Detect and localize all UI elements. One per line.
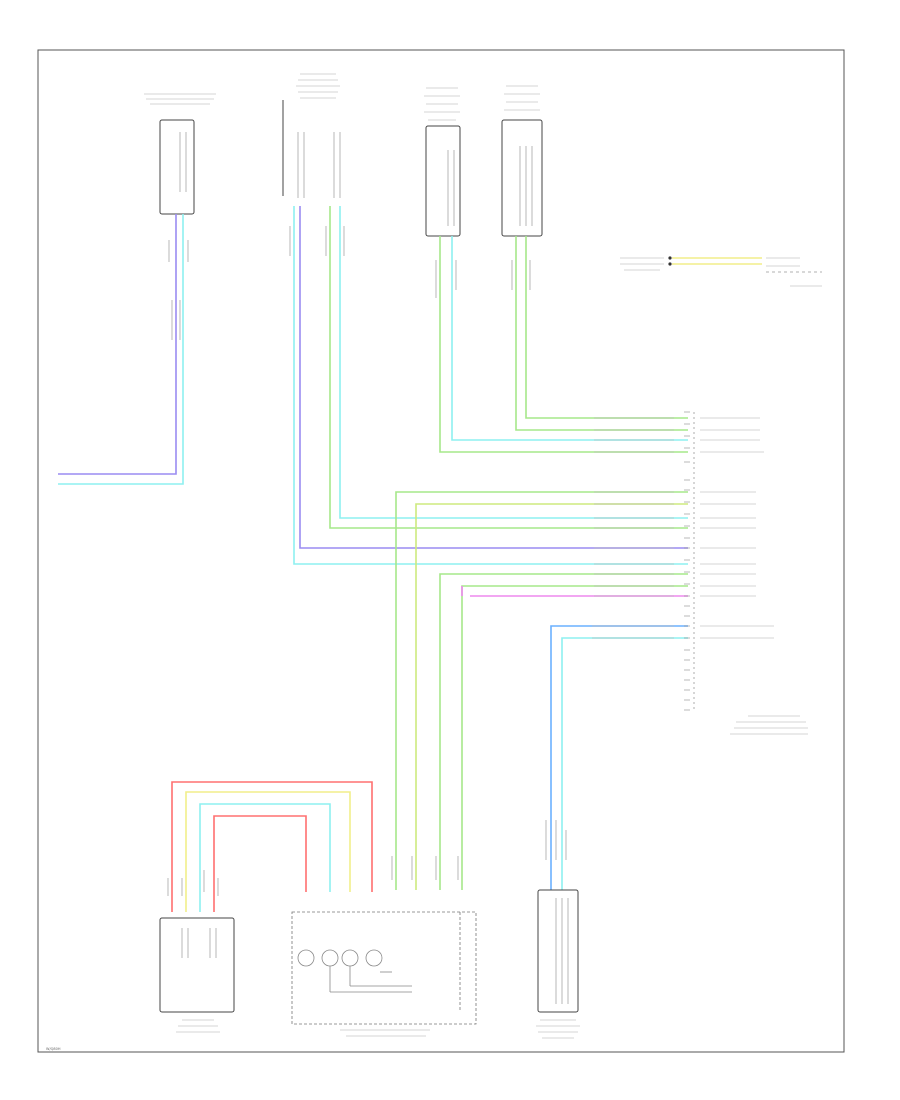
module-pin-column [592,411,808,735]
wire-green-c3a [439,236,688,453]
wire-green-c4b [525,236,688,419]
wire-purple-c2b [299,206,688,549]
wire-label-marks [167,226,567,896]
component-top-second [282,70,344,198]
component-bottom-center [291,911,477,1037]
wire-green-b4 [461,585,688,890]
wire-green-b1 [395,491,688,890]
component-top-left [142,92,218,215]
wire-cyan-c3b [451,236,688,441]
wire-green-c4a [515,236,688,431]
splice-legend [620,256,822,287]
wire-purple-left [58,214,177,475]
wire-cyan-br [561,637,688,890]
wire-red-outer [171,781,373,912]
component-bottom-left [159,917,235,1033]
wire-cyan-loop [199,803,331,912]
wire-blue-br [550,625,688,890]
wire-yellow [185,791,351,912]
wire-red-inner [213,815,307,912]
wire-group [58,206,688,912]
wire-cyan-c2a [293,206,688,565]
wire-green-c2c [329,206,688,529]
footer-code: W/Q80H [46,1047,61,1051]
component-top-fourth [501,85,543,237]
wire-yellowgreen-b2 [415,503,688,890]
component-top-third [424,87,461,237]
diagram-frame [37,49,845,1053]
wire-green-b3 [439,573,688,890]
wire-cyan-c2d [339,206,688,519]
wire-cyan-left [58,214,184,485]
component-bottom-right [536,889,580,1039]
